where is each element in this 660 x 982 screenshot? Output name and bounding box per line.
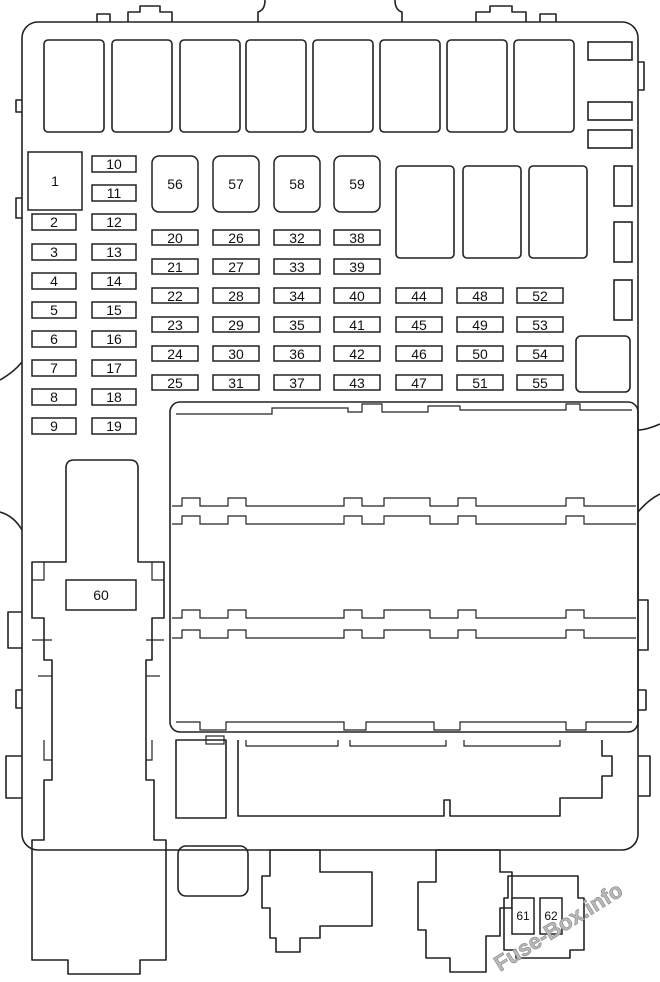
relay-slot [446,39,508,133]
fuse-label: 17 [106,360,122,376]
fuse-label: 22 [167,288,183,304]
fuse-label: 50 [472,346,488,362]
fuse-label: 61 [516,909,530,923]
relay-slot [528,165,588,259]
fuse-label: 2 [50,214,58,230]
top-relay-row [43,39,633,149]
bottom-connectors [177,845,513,973]
fuse-label: 60 [93,587,109,603]
fuse-label: 57 [228,176,244,192]
fuse-label: 62 [544,909,558,923]
relay-slot [179,39,241,133]
fuse-label: 35 [289,317,305,333]
fuse-label: 28 [228,288,244,304]
fuse-label: 29 [228,317,244,333]
fuse-label: 51 [472,375,488,391]
fuse-label: 37 [289,375,305,391]
fuse-label: 21 [167,259,183,275]
right-side-slots [395,165,633,393]
mini-fuse-module: 61 62 [503,875,585,959]
fuse-label: 14 [106,273,122,289]
fuse-label: 44 [411,288,427,304]
lower-compartment [175,735,613,819]
fuse-label: 27 [228,259,244,275]
fuse-label: 4 [50,273,58,289]
fuse-label: 53 [532,317,548,333]
fuse-label: 58 [289,176,305,192]
fuse-label: 11 [107,185,122,201]
watermark: Fuse-Box.info [489,877,627,976]
fuse-label: 59 [349,176,365,192]
relay-slot [513,39,575,133]
fuse-label: 26 [228,230,244,246]
relay-slot [111,39,173,133]
fuse-label: 16 [106,331,122,347]
fuse-label: 38 [349,230,365,246]
relay-slot [312,39,374,133]
fuse-label: 36 [289,346,305,362]
small-slot [613,221,633,263]
fuse-label: 6 [50,331,58,347]
fuse-grid-right: 44 45 46 47 48 49 50 51 52 53 54 55 [395,287,564,391]
fuse-label: 39 [349,259,365,275]
fuse-label: 15 [106,302,122,318]
fuse-label: 1 [51,173,59,189]
left-lower-housing: 60 [31,459,167,975]
fuse-label: 42 [349,346,365,362]
fuse-label: 12 [106,214,122,230]
connector-block [169,401,639,733]
relay-slot [575,335,631,393]
fuse-label: 46 [411,346,427,362]
fuse-label: 49 [472,317,488,333]
fuse-label: 25 [167,375,183,391]
large-fuse-row: 56 57 58 59 [151,155,381,213]
small-slot [613,165,633,207]
fuse-label: 24 [167,346,183,362]
fuse-label: 23 [167,317,183,333]
fuse-label: 3 [50,244,58,260]
fuse-label: 48 [472,288,488,304]
fuse-label: 18 [106,389,122,405]
fuse-1: 1 [27,151,83,211]
fuse-label: 41 [349,317,365,333]
fuse-label: 7 [50,360,58,376]
fuse-label: 9 [50,418,58,434]
fuse-grid-center: 20 21 22 23 24 25 26 27 28 29 30 31 32 3… [151,229,381,391]
fuse-column-left: 2 3 4 5 6 7 8 9 [31,213,77,435]
relay-slot [43,39,105,133]
relay-slot [245,39,307,133]
small-slot [613,279,633,321]
fuse-label: 52 [532,288,548,304]
fuse-label: 45 [411,317,427,333]
fuse-label: 30 [228,346,244,362]
relay-slot [395,165,455,259]
fuse-label: 34 [289,288,305,304]
fuse-label: 47 [411,375,427,391]
fuse-label: 55 [532,375,548,391]
fuse-label: 10 [106,156,122,172]
fuse-label: 8 [50,389,58,405]
relay-slot [379,39,441,133]
fuse-label: 13 [106,244,122,260]
fuse-label: 19 [106,418,122,434]
small-slot [587,41,633,61]
relay-slot [462,165,522,259]
fuse-label: 40 [349,288,365,304]
fuse-label: 32 [289,230,305,246]
fuse-label: 20 [167,230,183,246]
small-slot [587,129,633,149]
small-slot [587,101,633,121]
fuse-label: 54 [532,346,548,362]
fuse-label: 5 [50,302,58,318]
fuse-label: 56 [167,176,183,192]
fuse-column-second: 10 11 12 13 14 15 16 17 18 19 [91,155,137,435]
fuse-label: 31 [228,375,244,391]
fuse-label: 33 [289,259,305,275]
fuse-label: 43 [349,375,365,391]
